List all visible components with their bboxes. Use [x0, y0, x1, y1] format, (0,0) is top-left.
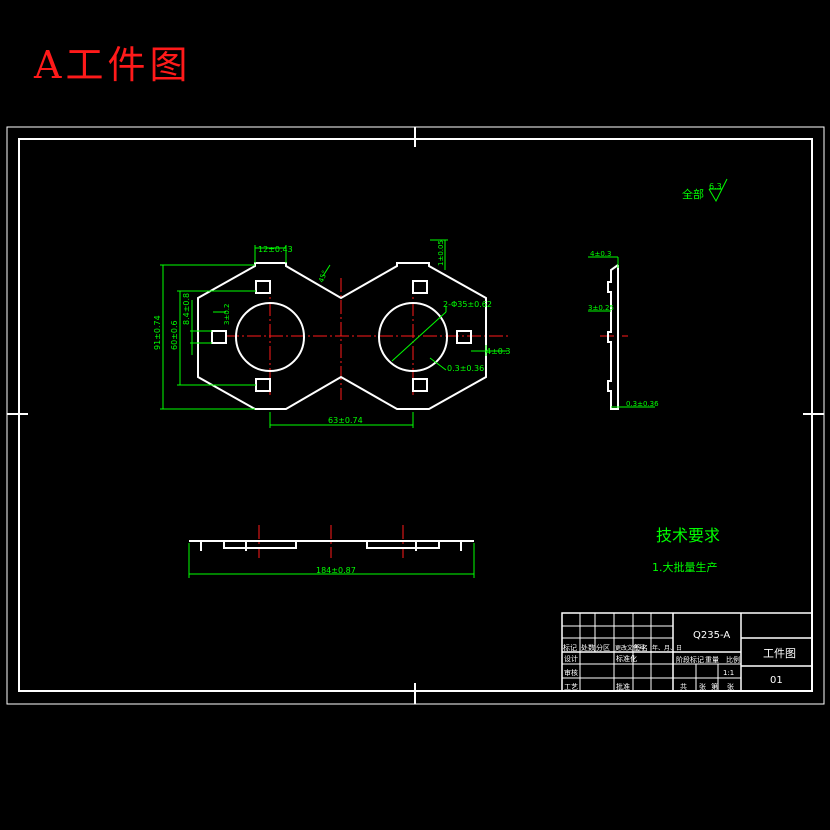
svg-text:年、月、日: 年、月、日	[652, 644, 682, 652]
svg-text:更改文件号: 更改文件号	[615, 644, 645, 652]
svg-text:8.4±0.8: 8.4±0.8	[182, 293, 191, 325]
svg-text:工件图: 工件图	[763, 647, 796, 660]
drawing-frame	[6, 126, 825, 705]
svg-text:标准化: 标准化	[616, 654, 637, 663]
svg-text:6.3: 6.3	[709, 182, 722, 191]
svg-text:标记: 标记	[563, 643, 577, 652]
svg-text:3±0.25: 3±0.25	[588, 304, 614, 312]
center-lines	[225, 278, 628, 558]
svg-text:63±0.74: 63±0.74	[328, 416, 363, 425]
svg-text:1±0.05: 1±0.05	[437, 240, 445, 266]
top-view: 184±0.87	[188, 540, 475, 578]
svg-text:2-Φ35±0.62: 2-Φ35±0.62	[443, 300, 492, 309]
svg-text:第: 第	[711, 682, 718, 691]
svg-text:3±0.2: 3±0.2	[223, 304, 231, 325]
side-view: 4±0.3 3±0.25 0.3±0.36	[588, 250, 659, 410]
title-block: 标记 处数 分区 更改文件号 签名 年、月、日 设计 审核 工艺 标准化 批准 …	[561, 612, 813, 692]
front-view-dimensions: 12±0.43 1±0.05 45° 91±0.74 60±0.6 8.4±0.…	[153, 239, 511, 428]
technical-requirements: 技术要求 1.大批量生产	[652, 526, 720, 574]
svg-text:签名: 签名	[634, 643, 648, 652]
svg-text:张: 张	[699, 682, 706, 691]
svg-text:1:1: 1:1	[723, 669, 734, 677]
svg-text:全部: 全部	[682, 187, 704, 201]
svg-text:60±0.6: 60±0.6	[170, 320, 179, 350]
svg-text:重量: 重量	[705, 656, 719, 664]
svg-text:比例: 比例	[726, 655, 740, 664]
svg-text:91±0.74: 91±0.74	[153, 315, 162, 350]
svg-text:批准: 批准	[616, 682, 630, 691]
svg-text:Q235-A: Q235-A	[693, 630, 730, 641]
svg-text:0.3±0.36: 0.3±0.36	[447, 364, 484, 373]
svg-text:技术要求: 技术要求	[656, 526, 720, 545]
svg-text:张: 张	[727, 682, 734, 691]
svg-text:工艺: 工艺	[564, 683, 578, 691]
svg-text:处数: 处数	[581, 643, 595, 652]
svg-text:4±0.3: 4±0.3	[486, 347, 511, 356]
svg-text:设计: 设计	[564, 654, 578, 663]
svg-text:1.大批量生产: 1.大批量生产	[652, 560, 718, 574]
svg-text:共: 共	[680, 682, 687, 691]
svg-text:4±0.3: 4±0.3	[590, 250, 611, 258]
svg-text:12±0.43: 12±0.43	[258, 245, 293, 254]
surface-finish-note: 全部 6.3	[682, 178, 728, 203]
svg-text:审核: 审核	[564, 668, 578, 677]
svg-text:阶段标记: 阶段标记	[676, 655, 704, 664]
svg-text:184±0.87: 184±0.87	[316, 566, 356, 575]
svg-text:01: 01	[770, 675, 783, 686]
sheet-title: A工件图	[34, 43, 192, 87]
svg-text:0.3±0.36: 0.3±0.36	[626, 400, 659, 408]
svg-text:45°: 45°	[317, 269, 329, 283]
svg-text:分区: 分区	[596, 643, 610, 652]
